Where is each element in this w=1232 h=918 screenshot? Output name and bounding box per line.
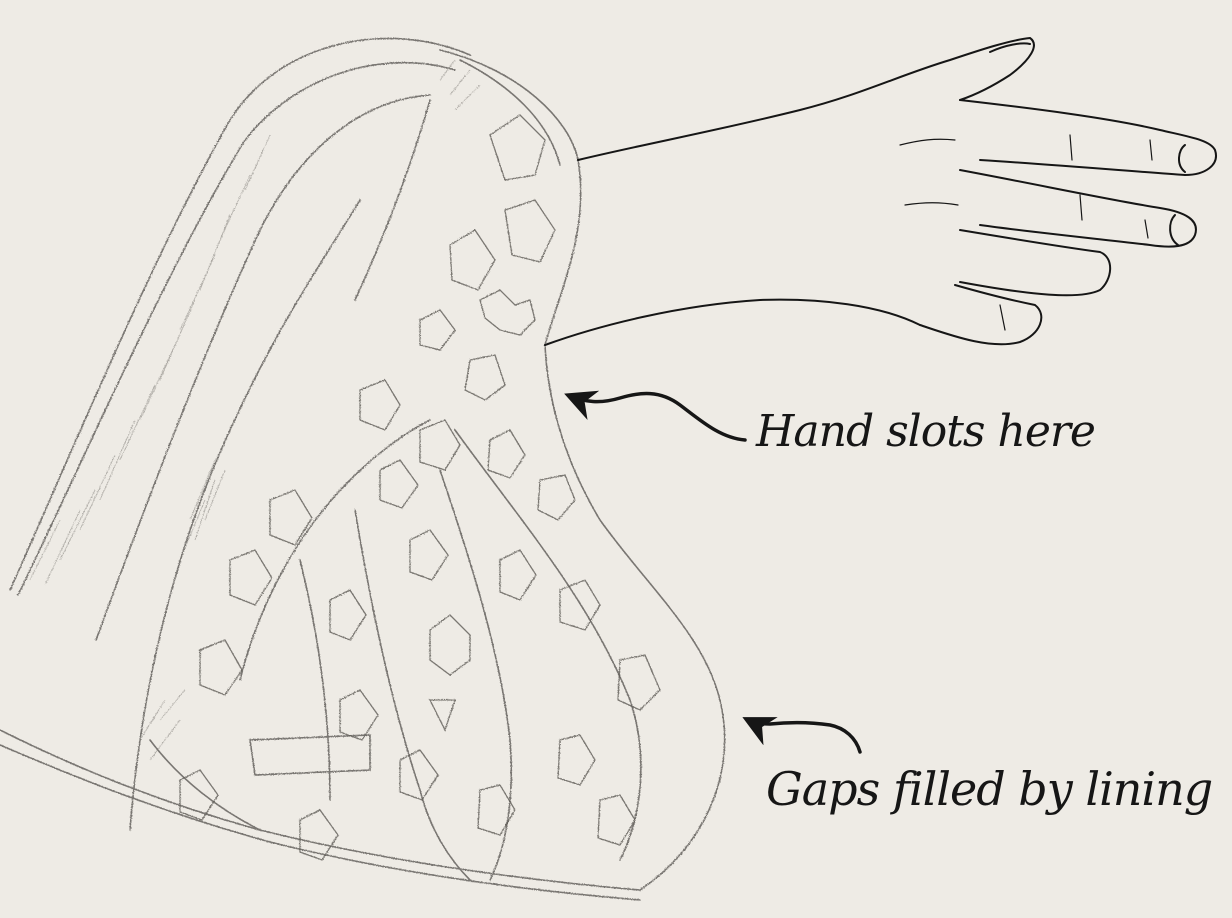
arrow-to-lining-gaps <box>748 720 860 752</box>
hand-drawing <box>545 38 1216 345</box>
hand-slot-annotation: Hand slots here <box>756 406 1095 457</box>
arrow-to-hand-slot <box>570 394 745 440</box>
lining-gaps-annotation: Gaps filled by lining <box>766 762 1212 816</box>
geometric-pattern <box>180 115 660 860</box>
sleeve-shading <box>30 60 480 760</box>
